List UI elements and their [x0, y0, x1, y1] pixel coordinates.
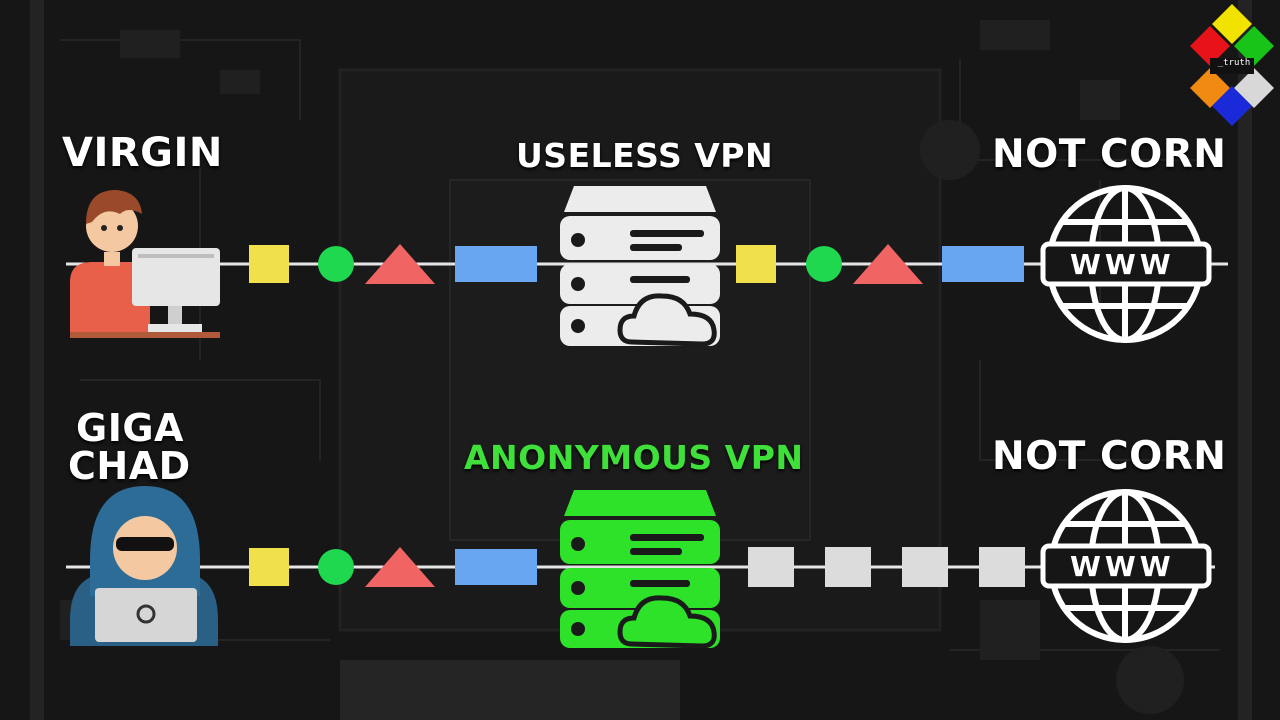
packet-square [249, 245, 289, 283]
packet-rect [455, 246, 537, 282]
encrypted-packet [979, 547, 1025, 587]
packet-circle [806, 246, 842, 282]
globe-text-1: WWW [1070, 248, 1175, 281]
user-label-gigachad-line1: GIGA [76, 406, 184, 450]
server-label-anonymous-vpn: ANONYMOUS VPN [464, 438, 804, 477]
packet-rect [455, 549, 537, 585]
virgin-user-icon [70, 190, 220, 338]
destination-label-2: NOT CORN [992, 434, 1227, 479]
packet-circle [318, 246, 354, 282]
server-label-useless-vpn: USELESS VPN [516, 136, 774, 175]
channel-logo-text: _truth [1217, 58, 1251, 68]
packet-square [249, 548, 289, 586]
user-label-virgin: VIRGIN [62, 130, 223, 176]
packet-triangle [365, 244, 435, 284]
packet-circle [318, 549, 354, 585]
user-label-gigachad-line2: CHAD [68, 444, 191, 488]
encrypted-packet [902, 547, 948, 587]
encrypted-packet [825, 547, 871, 587]
useless-vpn-server-icon [560, 186, 720, 347]
packet-square [736, 245, 776, 283]
packet-triangle [365, 547, 435, 587]
encrypted-packet [748, 547, 794, 587]
anonymous-vpn-server-icon [560, 490, 720, 649]
packet-triangle [853, 244, 923, 284]
packet-rect [942, 246, 1024, 282]
globe-text-2: WWW [1070, 550, 1175, 583]
channel-logo [1190, 4, 1274, 126]
destination-label-1: NOT CORN [992, 132, 1227, 177]
gigachad-hacker-icon [70, 486, 218, 646]
